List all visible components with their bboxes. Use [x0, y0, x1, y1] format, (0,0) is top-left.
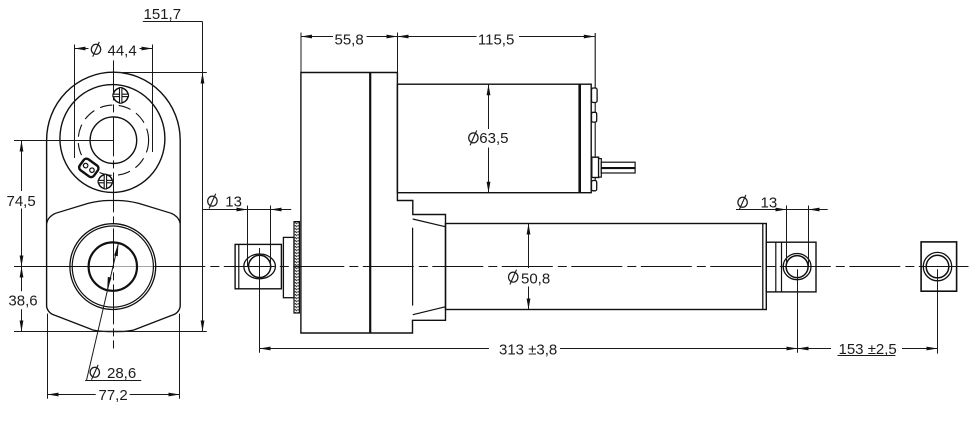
svg-text:50,8: 50,8 — [521, 271, 550, 288]
svg-text:313 ±3,8: 313 ±3,8 — [499, 341, 557, 358]
svg-text:153 ±2,5: 153 ±2,5 — [839, 341, 897, 358]
svg-text:28,6: 28,6 — [107, 365, 136, 382]
svg-text:44,4: 44,4 — [108, 42, 137, 59]
svg-text:151,7: 151,7 — [144, 6, 182, 23]
svg-text:74,5: 74,5 — [7, 193, 36, 210]
svg-text:115,5: 115,5 — [478, 31, 514, 48]
svg-text:13: 13 — [225, 194, 242, 211]
svg-text:38,6: 38,6 — [8, 292, 37, 309]
svg-text:13: 13 — [761, 195, 778, 212]
svg-text:77,2: 77,2 — [99, 387, 128, 404]
svg-text:55,8: 55,8 — [335, 31, 364, 48]
svg-text:63,5: 63,5 — [479, 130, 508, 147]
